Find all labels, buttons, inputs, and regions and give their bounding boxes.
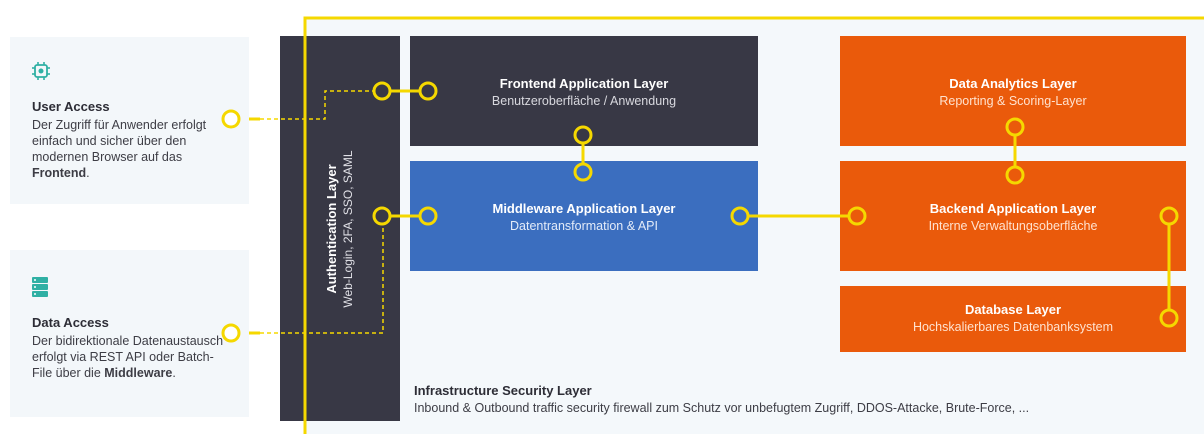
infra-layer-title: Infrastructure Security Layer <box>414 383 592 398</box>
user-access-card: User Access Der Zugriff für Anwender erf… <box>10 37 249 204</box>
analytics-layer-subtitle: Reporting & Scoring-Layer <box>939 94 1087 108</box>
middleware-application-layer: Middleware Application Layer Datentransf… <box>410 161 758 271</box>
database-layer-subtitle: Hochskalierbares Datenbanksystem <box>912 320 1114 334</box>
data-access-bold: Middleware <box>104 366 173 380</box>
middleware-top-node <box>573 162 593 182</box>
data-access-title: Data Access <box>32 315 109 330</box>
data-access-card: Data Access Der bidirektionale Datenaust… <box>10 250 249 417</box>
infrastructure-border-line <box>303 16 1204 434</box>
middleware-layer-subtitle: Datentransformation & API <box>510 219 658 233</box>
backend-top-node <box>1005 165 1025 185</box>
frontend-left-node <box>418 81 438 101</box>
frontend-bottom-node <box>573 125 593 145</box>
backend-layer-title: Backend Application Layer <box>929 201 1097 216</box>
data-access-node <box>221 323 241 343</box>
data-access-text: Der bidirektionale Datenaustausch erfolg… <box>32 334 224 380</box>
user-access-title: User Access <box>32 99 110 114</box>
infra-layer-subtitle: Inbound & Outbound traffic security fire… <box>414 401 1030 415</box>
analytics-bottom-node <box>1005 117 1025 137</box>
frontend-layer-subtitle: Benutzeroberfläche / Anwendung <box>491 94 677 108</box>
auth-frontend-node <box>372 81 392 101</box>
database-layer-title: Database Layer <box>964 302 1062 317</box>
user-access-text-end: . <box>86 166 90 180</box>
server-icon <box>30 276 50 298</box>
infrastructure-security-layer: Infrastructure Security Layer Inbound & … <box>414 383 1194 415</box>
middleware-right-node <box>730 206 750 226</box>
auth-middleware-node <box>372 206 392 226</box>
backend-application-layer: Backend Application Layer Interne Verwal… <box>840 161 1186 271</box>
data-access-text-end: . <box>172 366 176 380</box>
frontend-layer-title: Frontend Application Layer <box>499 76 669 91</box>
user-access-text: Der Zugriff für Anwender erfolgt einfach… <box>32 118 207 164</box>
user-access-icon <box>30 60 52 82</box>
middleware-left-node <box>418 206 438 226</box>
user-access-dashed-route <box>260 90 378 120</box>
backend-layer-subtitle: Interne Verwaltungsoberfläche <box>928 219 1098 233</box>
database-right-node <box>1159 308 1179 328</box>
backend-right-node <box>1159 206 1179 226</box>
user-access-node <box>221 109 241 129</box>
analytics-layer-title: Data Analytics Layer <box>949 76 1077 91</box>
middleware-layer-title: Middleware Application Layer <box>492 201 676 216</box>
backend-left-node <box>847 206 867 226</box>
data-access-dashed-route <box>260 215 384 334</box>
user-access-bold: Frontend <box>32 166 87 180</box>
data-access-description: Der bidirektionale Datenaustausch erfolg… <box>32 333 232 381</box>
user-access-description: Der Zugriff für Anwender erfolgt einfach… <box>32 117 232 181</box>
database-layer: Database Layer Hochskalierbares Datenban… <box>840 286 1186 352</box>
